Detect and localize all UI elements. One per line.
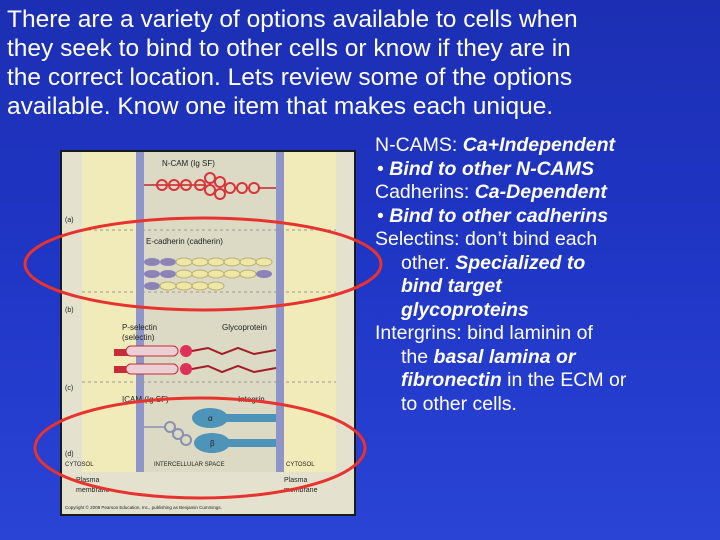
right-cell xyxy=(280,152,336,472)
intro-line-2: they seek to bind to other cells or know… xyxy=(7,35,571,62)
alpha-label: α xyxy=(208,414,213,423)
pselectin-label-1: P-selectin xyxy=(122,323,157,332)
panel-label-b: (b) xyxy=(65,307,74,314)
selectin-heading: Selectins: don’t bind each xyxy=(375,228,598,250)
icam-label: ICAM (Ig SF) xyxy=(122,395,169,404)
panel-label-c: (c) xyxy=(65,385,73,392)
left-plasma-membrane xyxy=(136,152,144,472)
intercellular-space-label: INTERCELLULAR SPACE xyxy=(154,462,225,468)
left-cell xyxy=(82,152,140,472)
copyright-note: Copyright © 2008 Pearson Education, Inc.… xyxy=(65,504,222,510)
figure-illustration: N-CAM (Ig SF) (a) E-cadherin (cadherin) xyxy=(62,152,354,514)
selectin-line-3: bind target xyxy=(401,275,502,297)
panel-label-d: (d) xyxy=(65,451,74,458)
selectin-line-2: other. Specialized to xyxy=(401,251,586,274)
beta-label: β xyxy=(210,439,215,448)
ncam-label: N-CAM (Ig SF) xyxy=(162,159,215,168)
ncam-heading: N-CAMS: Ca+Independent xyxy=(375,134,615,156)
ncam-bullet: • Bind to other N-CAMS xyxy=(377,157,594,180)
right-plasma-membrane xyxy=(276,152,284,472)
cytosol-left-label: CYTOSOL xyxy=(65,462,94,468)
plasma-membrane-left-label-2: membrane xyxy=(76,487,110,494)
selectin-line-4: glycoproteins xyxy=(401,298,529,321)
integrin-line-2: the basal lamina or xyxy=(401,345,576,368)
plasma-membrane-right-label-2: membrane xyxy=(284,487,318,494)
intro-paragraph: There are a variety of options available… xyxy=(7,5,715,121)
pselectin-label-2: (selectin) xyxy=(122,333,155,342)
adhesion-notes: N-CAMS: Ca+Independent • Bind to other N… xyxy=(375,134,710,416)
cytosol-right-label: CYTOSOL xyxy=(286,462,315,468)
ncam-molecules xyxy=(144,172,276,200)
cadherin-heading: Cadherins: Ca-Dependent xyxy=(375,181,607,203)
plasma-membrane-left-label-1: Plasma xyxy=(76,477,99,484)
integrin-heading: Intergrins: bind laminin of xyxy=(375,322,593,344)
selectin-molecules xyxy=(114,345,277,375)
cadherin-bullet: • Bind to other cadherins xyxy=(377,204,609,227)
ecad-label: E-cadherin (cadherin) xyxy=(146,237,223,246)
intro-line-4: available. Know one item that makes each… xyxy=(7,93,554,120)
integrin-line-3: fibronectin in the ECM or xyxy=(401,369,627,391)
integrin-label: Integrin xyxy=(238,395,265,404)
plasma-membrane-right-label-1: Plasma xyxy=(284,477,307,484)
glycoprotein-label: Glycoprotein xyxy=(222,323,267,332)
panel-label-a: (a) xyxy=(65,217,74,224)
adhesion-molecules-figure: N-CAM (Ig SF) (a) E-cadherin (cadherin) xyxy=(60,150,356,516)
intro-line-1: There are a variety of options available… xyxy=(7,6,578,33)
intro-line-3: the correct location. Lets review some o… xyxy=(7,64,573,91)
integrin-line-4: to other cells. xyxy=(401,392,517,415)
